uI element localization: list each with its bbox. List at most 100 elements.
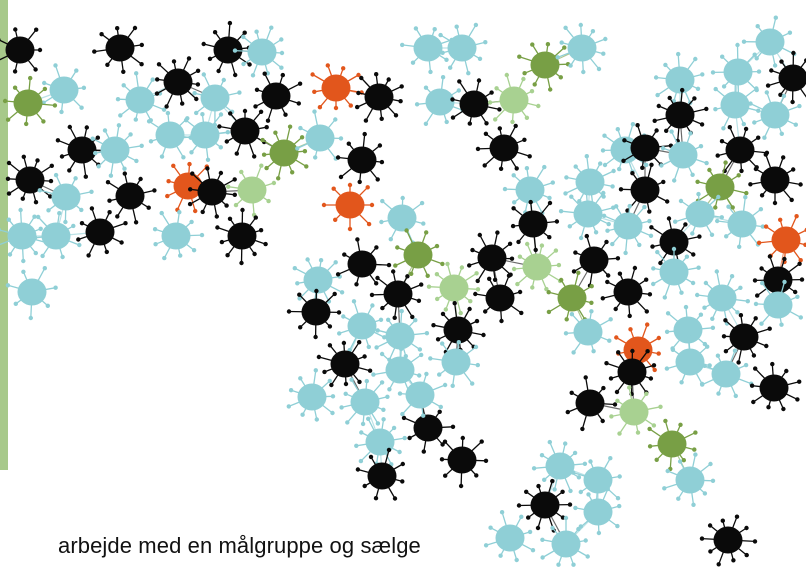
orange-node — [321, 182, 375, 232]
blue-node — [715, 195, 765, 249]
orange-node — [310, 63, 364, 111]
black-node — [571, 233, 621, 288]
olive-node — [2, 75, 58, 127]
green-node — [511, 241, 563, 292]
black-node — [604, 348, 657, 397]
black-node — [215, 207, 268, 266]
green-node — [609, 385, 663, 436]
blue-node — [41, 63, 87, 115]
blue-node — [152, 210, 205, 261]
black-node — [335, 131, 385, 185]
black-node — [752, 254, 805, 307]
black-node — [316, 340, 373, 388]
blue-node — [339, 377, 390, 427]
blue-node — [753, 279, 803, 327]
black-node — [621, 123, 674, 170]
black-node — [154, 56, 201, 109]
black-node — [187, 166, 237, 219]
black-node — [253, 71, 303, 123]
blue-node — [748, 90, 802, 140]
blue-node — [563, 154, 616, 209]
blue-node — [558, 190, 616, 241]
black-node — [748, 152, 803, 206]
black-node — [335, 237, 392, 287]
blue-node — [400, 26, 454, 75]
blue-node — [397, 371, 448, 418]
accent-bar — [0, 0, 8, 470]
olive-node — [647, 418, 698, 472]
black-node — [475, 123, 532, 171]
blue-node — [713, 80, 761, 131]
black-node — [217, 108, 269, 159]
blue-node — [337, 299, 387, 353]
blue-node — [673, 191, 724, 237]
blue-node — [651, 246, 701, 300]
blue-node — [146, 110, 193, 160]
blue-node — [295, 109, 344, 161]
black-node — [55, 124, 110, 179]
blue-node — [573, 486, 622, 536]
black-node — [749, 361, 802, 412]
black-node — [510, 199, 560, 253]
blue-node — [695, 269, 750, 326]
blue-node — [531, 439, 588, 494]
blue-node — [0, 207, 49, 264]
black-node — [565, 375, 618, 432]
black-node — [699, 514, 758, 567]
black-node — [439, 435, 489, 489]
olive-node — [393, 228, 445, 278]
black-node — [355, 447, 405, 501]
black-node — [516, 478, 573, 533]
blue-node — [710, 42, 762, 98]
olive-node — [517, 42, 571, 92]
olive-node — [546, 270, 594, 322]
green-node — [226, 163, 277, 218]
black-node — [369, 269, 424, 320]
black-node — [201, 20, 252, 78]
blue-node — [555, 22, 608, 75]
blue-node — [37, 172, 94, 225]
black-node — [76, 206, 128, 258]
orange-node — [756, 214, 806, 265]
blue-node — [354, 416, 407, 467]
black-node — [473, 273, 524, 324]
blue-node — [659, 129, 709, 183]
black-node — [92, 25, 144, 75]
blue-node — [502, 164, 555, 216]
black-node — [431, 301, 486, 355]
blue-node — [379, 195, 426, 245]
blue-node — [438, 22, 488, 76]
olive-node — [260, 124, 309, 181]
blue-node — [192, 72, 242, 128]
green-node — [426, 261, 481, 316]
blue-node — [664, 333, 712, 387]
blue-node — [5, 266, 58, 321]
green-node — [487, 72, 541, 125]
blue-node — [540, 515, 590, 567]
caption-text: arbejde med en målgruppe og sælge — [58, 533, 421, 558]
blue-node — [662, 452, 716, 507]
blue-node — [653, 51, 705, 106]
blue-node — [664, 304, 716, 360]
black-node — [467, 230, 515, 284]
blue-node — [374, 308, 430, 362]
black-node — [286, 288, 342, 340]
blue-node — [232, 25, 285, 78]
olive-node — [695, 160, 749, 210]
black-node — [450, 78, 502, 126]
blue-node — [176, 112, 230, 162]
blue-node — [428, 340, 480, 388]
blue-node — [414, 75, 465, 127]
black-node — [401, 403, 456, 454]
black-node — [652, 87, 709, 144]
black-node — [715, 125, 770, 174]
blue-node — [700, 348, 754, 399]
black-node — [721, 313, 772, 365]
black-node — [105, 171, 157, 225]
blue-node — [601, 203, 654, 256]
blue-node — [286, 368, 336, 422]
black-node — [5, 154, 54, 205]
blue-node — [483, 510, 536, 563]
